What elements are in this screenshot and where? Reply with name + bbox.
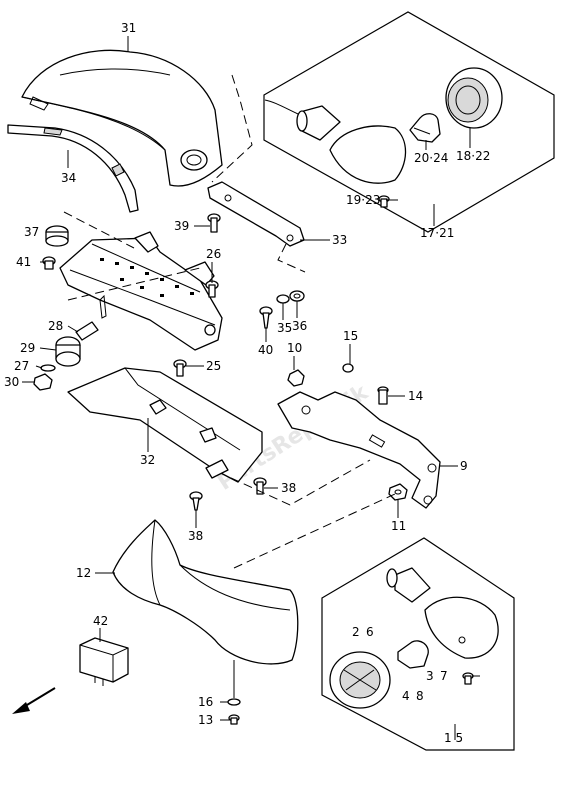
screw-13-part[interactable] (228, 714, 240, 725)
callout-39: 39 (174, 219, 189, 233)
leader-lines (22, 36, 480, 740)
callout-1-5: 1 5 (444, 731, 463, 745)
callout-8: 8 (416, 689, 424, 703)
screw-15-part[interactable] (342, 363, 354, 373)
callout-11: 11 (391, 519, 406, 533)
callout-30: 30 (4, 375, 19, 389)
callout-18-22: 18·22 (456, 149, 490, 163)
relay-part[interactable] (79, 637, 129, 686)
callout-10: 10 (287, 341, 302, 355)
signal-bracket-part[interactable] (277, 391, 441, 509)
assembly-line-b (67, 267, 201, 301)
bulb-upper-part[interactable] (409, 113, 441, 143)
bolt-38a-part[interactable] (253, 477, 267, 495)
grommet-29-part[interactable] (55, 336, 81, 367)
callout-15: 15 (343, 329, 358, 343)
washer-27-part[interactable] (40, 364, 56, 372)
front-direction-arrow-icon (12, 687, 56, 714)
callout-40: 40 (258, 343, 273, 357)
bolt-26-part[interactable] (205, 280, 219, 298)
lens-upper-part[interactable] (445, 67, 503, 129)
callout-7: 7 (440, 669, 448, 683)
rear-signal-lower-part[interactable] (386, 567, 499, 659)
nut-10-part[interactable] (287, 369, 305, 387)
bolt-25-part[interactable] (173, 359, 187, 377)
callout-42: 42 (93, 614, 108, 628)
callout-16: 16 (198, 695, 213, 709)
bolt-41-part[interactable] (42, 256, 56, 270)
callout-27: 27 (14, 359, 29, 373)
assembly-line-f (211, 74, 253, 183)
nut-11-part[interactable] (388, 483, 408, 501)
callout-41: 41 (16, 255, 31, 269)
callout-14: 14 (408, 389, 423, 403)
screw-3-part[interactable] (462, 672, 474, 685)
washer-16-part[interactable] (227, 698, 241, 706)
screw-19-part[interactable] (378, 195, 390, 208)
callout-29: 29 (20, 341, 35, 355)
washer-35-part[interactable] (276, 294, 290, 304)
callout-2: 2 (352, 625, 360, 639)
washer-36-part[interactable] (289, 290, 305, 302)
tail-bracket-part[interactable] (59, 231, 223, 351)
callout-3: 3 (426, 669, 434, 683)
grommet-37-part[interactable] (45, 225, 69, 247)
callout-37: 37 (24, 225, 39, 239)
bolt-39-part[interactable] (207, 213, 221, 233)
callout-31: 31 (121, 21, 136, 35)
rear-signal-upper-part[interactable] (264, 99, 407, 184)
bolt-14-part[interactable] (377, 386, 389, 405)
callout-13: 13 (198, 713, 213, 727)
callout-9: 9 (460, 459, 468, 473)
fender-cover-part[interactable] (112, 519, 299, 665)
assembly-line-e (233, 493, 396, 569)
callout-33: 33 (332, 233, 347, 247)
callout-20-24: 20·24 (414, 151, 448, 165)
callout-32: 32 (140, 453, 155, 467)
lens-lower-part[interactable] (329, 651, 391, 709)
seal-strip-part[interactable] (7, 124, 139, 213)
assembly-line-c (277, 243, 306, 273)
callout-34: 34 (61, 171, 76, 185)
callout-25: 25 (206, 359, 221, 373)
bulb-lower-part[interactable] (397, 640, 429, 669)
spacer-28-part[interactable] (75, 294, 107, 341)
callout-4: 4 (402, 689, 410, 703)
callout-19-23: 19·23 (346, 193, 380, 207)
signal-box-lower (321, 537, 515, 751)
callout-12: 12 (76, 566, 91, 580)
callout-28: 28 (48, 319, 63, 333)
callout-36: 36 (292, 319, 307, 333)
screw-40-part[interactable] (259, 306, 273, 329)
callout-35: 35 (277, 321, 292, 335)
callout-26: 26 (206, 247, 221, 261)
assembly-line-d (230, 459, 371, 506)
callout-38-right: 38 (281, 481, 296, 495)
callout-6: 6 (366, 625, 374, 639)
nut-30-part[interactable] (33, 373, 53, 391)
bracket-33-part[interactable] (207, 181, 305, 247)
signal-box-upper (263, 11, 555, 233)
rear-cowl-part[interactable] (21, 49, 223, 187)
callout-38-lower: 38 (188, 529, 203, 543)
license-tray-part[interactable] (67, 367, 263, 483)
callout-17-21: 17·21 (420, 226, 454, 240)
screw-38b-part[interactable] (189, 491, 203, 511)
